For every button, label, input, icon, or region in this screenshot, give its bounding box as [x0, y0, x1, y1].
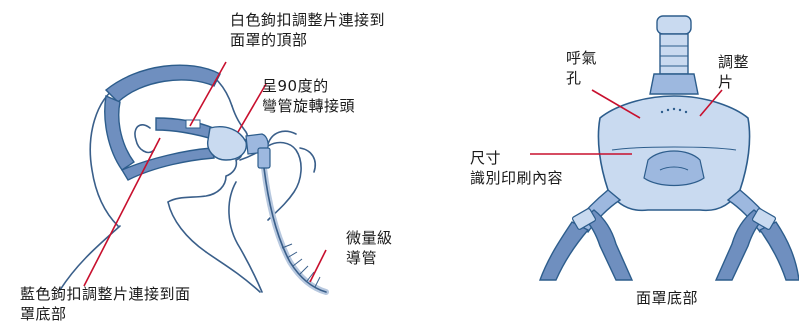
- headgear-straps: [104, 64, 221, 181]
- label-elbow: 呈90度的 彎管旋轉接頭: [262, 77, 356, 115]
- mask-frame-illustration: [539, 15, 799, 281]
- label-size: 尺寸 識別印刷內容: [470, 149, 564, 187]
- person-illustration: [59, 66, 329, 295]
- label-tab: 調整 片: [718, 53, 750, 91]
- leader-elbow: [237, 83, 267, 133]
- caption-mask-bottom: 面罩底部: [636, 289, 699, 307]
- leader-tab: [699, 89, 723, 117]
- nasal-mask: [207, 126, 271, 169]
- leader-tubing: [309, 249, 327, 283]
- leader-white-clip: [189, 61, 227, 127]
- label-blue-clip: 藍色鉤扣調整片連接到面 罩底部: [20, 285, 191, 323]
- label-vent: 呼氣 孔: [566, 49, 598, 87]
- leader-vent: [591, 89, 641, 119]
- leader-blue-clip: [83, 137, 161, 287]
- tubing-ribs: [281, 243, 321, 288]
- leader-lines: [83, 61, 723, 287]
- label-white-clip: 白色鉤扣調整片連接到 面罩的頂部: [230, 11, 386, 49]
- label-tubing: 微量級 導管: [346, 229, 393, 267]
